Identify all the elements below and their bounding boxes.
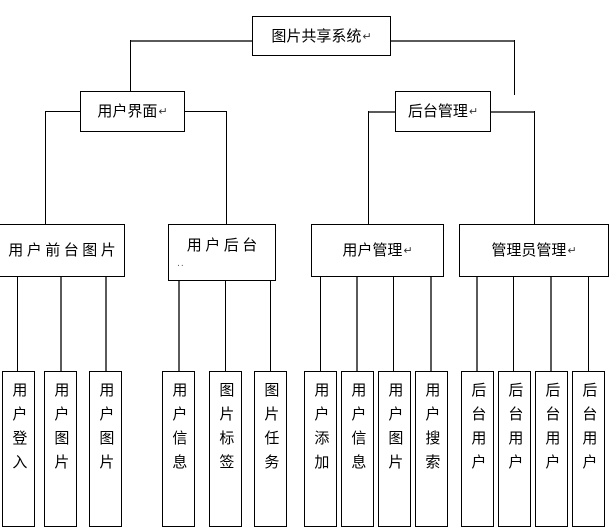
return-mark-icon: ↵ [158,105,168,118]
leaf-user-info-admin-label: 用户信息 [349,382,368,478]
leaf-user-login-label: 用户登入 [10,382,29,478]
connector-g3-leaf1 [320,277,321,371]
leaf-user-info-label: 用户信息 [170,382,189,478]
connector-g1-leaf2 [60,277,62,371]
leaf-backend-user-4-label: 后台用户 [580,382,599,478]
leaf-user-search-label: 用户搜索 [423,382,442,478]
node-root-image-sharing-system[interactable]: 图片共享系统↵ [252,16,391,56]
connector-g3-leaf2 [356,277,358,371]
leaf-user-add-label: 用户添加 [312,382,331,478]
node-backend-management-label: 后台管理 [407,102,468,121]
connector-admin-right-horizontal [490,111,535,113]
connector-g4-leaf2 [513,277,514,371]
connector-admin-left-vertical [368,111,369,224]
node-backend-management[interactable]: 后台管理↵ [395,91,491,132]
leaf-user-image-1-label: 用户图片 [52,382,71,478]
leaf-image-tasks-label: 图片任务 [262,382,281,478]
leaf-user-add[interactable]: 用户添加 [304,371,337,527]
connector-ui-right-horizontal [185,111,226,112]
node-administrator-management-label: 管理员管理 [491,241,567,260]
node-user-front-images[interactable]: 用户前台图片 [0,224,125,277]
leaf-user-image-1[interactable]: 用户图片 [44,371,77,527]
leaf-image-tags[interactable]: 图片标签 [209,371,242,527]
leaf-backend-user-1[interactable]: 后台用户 [461,371,494,527]
leaf-user-image-2[interactable]: 用户图片 [89,371,122,527]
leaf-image-tasks[interactable]: 图片任务 [254,371,287,527]
connector-g3-leaf4 [430,277,432,371]
leaf-user-search[interactable]: 用户搜索 [415,371,448,527]
node-user-management-label: 用户管理 [342,241,403,260]
connector-admin-right-vertical [534,111,535,224]
connector-g4-leaf3 [550,277,552,371]
node-root-label: 图片共享系统 [271,26,362,45]
leaf-backend-user-2-label: 后台用户 [506,382,525,478]
node-user-front-images-label: 用户前台图片 [8,241,120,260]
node-administrator-management[interactable]: 管理员管理↵ [459,224,609,277]
leaf-backend-user-3[interactable]: 后台用户 [535,371,568,527]
connector-admin-left-horizontal [368,111,395,113]
leaf-image-tags-label: 图片标签 [217,382,236,478]
connector-root-right-vertical [514,40,515,95]
leaf-backend-user-1-label: 后台用户 [469,382,488,478]
connector-g4-leaf4 [588,277,589,371]
leaf-user-image-admin-label: 用户图片 [386,382,405,478]
leaf-backend-user-2[interactable]: 后台用户 [498,371,531,527]
node-user-backend[interactable]: 用户后台 .. [168,224,276,281]
leaf-backend-user-4[interactable]: 后台用户 [572,371,605,527]
connector-ui-left-horizontal [45,111,80,112]
node-user-interface[interactable]: 用户界面↵ [80,91,185,132]
leaf-user-login[interactable]: 用户登入 [2,371,35,527]
return-mark-icon: ↵ [567,244,577,257]
connector-ui-left-vertical [45,111,46,224]
connector-g4-leaf1 [476,277,478,371]
connector-g3-leaf3 [393,277,394,371]
leaf-backend-user-3-label: 后台用户 [543,382,562,478]
leaf-user-image-2-label: 用户图片 [97,382,116,478]
node-user-interface-label: 用户界面 [97,102,158,121]
return-mark-icon: ↵ [468,105,479,118]
node-user-backend-label: 用户后台 [186,235,261,254]
leaf-user-info[interactable]: 用户信息 [162,371,195,527]
connector-root-left-vertical [130,40,131,95]
connector-ui-right-vertical [226,111,227,224]
connector-root-right-horizontal [390,40,515,42]
connector-root-left-horizontal [130,40,252,42]
return-mark-icon: ↵ [403,244,413,257]
connector-g2-leaf3 [270,281,271,371]
connector-g1-leaf1 [17,277,18,371]
connector-g2-leaf2 [225,281,226,371]
leaf-user-image-admin[interactable]: 用户图片 [378,371,411,527]
leaf-user-info-admin[interactable]: 用户信息 [341,371,374,527]
connector-g2-leaf1 [178,281,180,371]
return-mark-icon: ↵ [362,29,372,43]
connector-g1-leaf3 [105,277,107,371]
node-user-backend-subline: .. [177,259,185,270]
node-user-management[interactable]: 用户管理↵ [311,224,444,277]
